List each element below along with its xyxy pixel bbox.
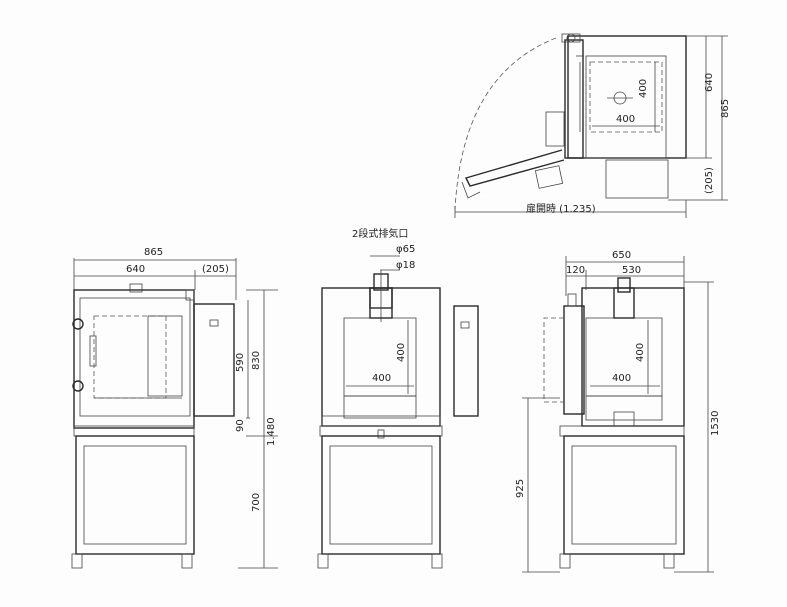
top-view-depth-label: 865	[720, 99, 731, 118]
side-overall-label: 650	[612, 250, 631, 261]
front-chamber-label: 640	[126, 264, 145, 275]
section-chamber-h-label: 400	[396, 343, 407, 362]
front-stand-label: 700	[251, 493, 262, 512]
front-overall-label: 865	[144, 247, 163, 258]
top-view-width-label: 640	[704, 73, 715, 92]
front-panel-label: (205)	[202, 264, 229, 275]
front-total-label: 1.480	[266, 417, 277, 446]
exhaust-inner-dia-label: φ18	[396, 260, 415, 271]
side-total-label: 1530	[710, 411, 721, 436]
section-chamber-w-label: 400	[372, 373, 391, 384]
front-bottom-label: 90	[235, 419, 246, 432]
top-view-chamber-depth-label: 400	[638, 79, 649, 98]
side-floor-label: 925	[515, 479, 526, 498]
front-upper-label: 590	[235, 353, 246, 372]
side-view: 650 120 530 400 400 1530 925	[515, 250, 721, 573]
front-unit-label: 830	[251, 351, 262, 370]
door-open-label: 扉開時 (1.235)	[526, 202, 596, 215]
exhaust-outer-dia-label: φ65	[396, 244, 415, 255]
front-view: 865 640 (205) 590 830 90 1.480	[71, 247, 278, 569]
exhaust-title: 2段式排気口	[352, 227, 408, 240]
side-body-label: 530	[622, 265, 641, 276]
side-chamber-w-label: 400	[612, 373, 631, 384]
side-door-label: 120	[566, 265, 585, 276]
top-view-chamber-width-label: 400	[616, 114, 635, 125]
side-chamber-h-label: 400	[635, 343, 646, 362]
top-view: 640 865 (205) 400 400 扉開時 (1.235)	[454, 33, 731, 218]
section-view: 2段式排気口 φ65 φ18 400 400	[317, 227, 479, 569]
top-view-rear-label: (205)	[704, 167, 715, 194]
